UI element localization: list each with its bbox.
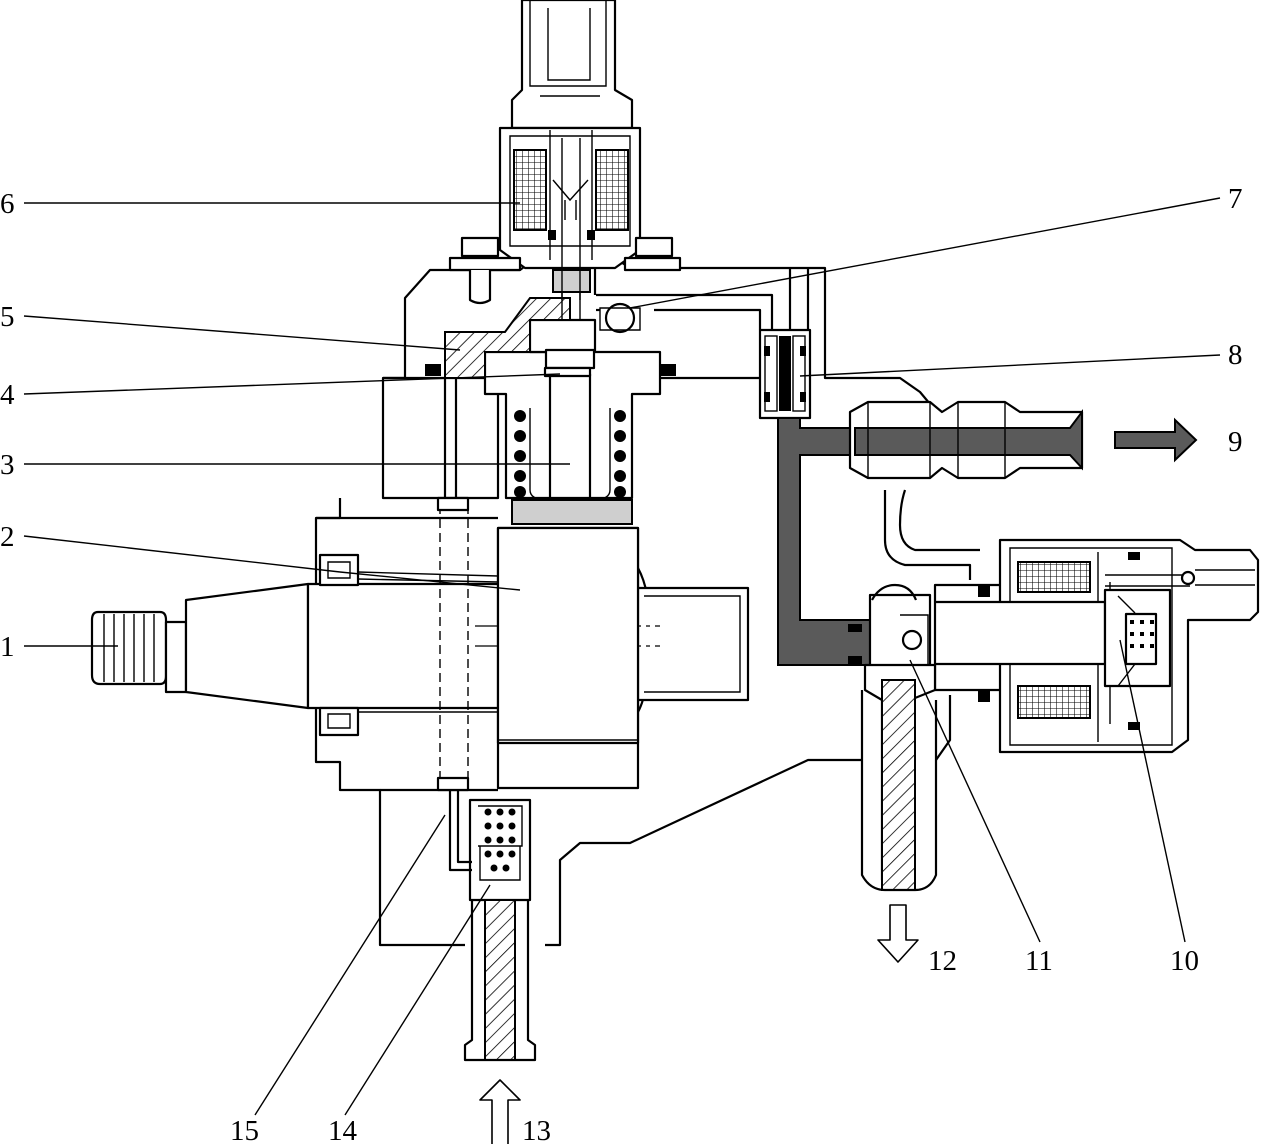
label-14: 14 bbox=[328, 1115, 358, 1144]
label-10: 10 bbox=[1170, 945, 1199, 977]
drive-shaft bbox=[90, 496, 660, 792]
label-6: 6 bbox=[0, 188, 15, 220]
callout-labels: 1 2 3 4 5 6 7 8 9 10 11 12 13 14 15 bbox=[0, 183, 1243, 1144]
leader-lines bbox=[23, 197, 1221, 1116]
high-pressure-passage bbox=[777, 400, 1084, 666]
plunger-assembly bbox=[483, 318, 662, 525]
pressure-limit-valve bbox=[758, 328, 812, 420]
label-5: 5 bbox=[0, 301, 15, 333]
control-solenoid bbox=[933, 538, 1260, 754]
label-8: 8 bbox=[1228, 339, 1243, 371]
control-valve bbox=[848, 583, 938, 892]
outlet-passages bbox=[593, 268, 810, 334]
outlet-arrow-9 bbox=[1114, 417, 1198, 463]
label-1: 1 bbox=[0, 631, 15, 663]
label-4: 4 bbox=[0, 379, 15, 411]
label-12: 12 bbox=[928, 945, 957, 977]
label-13: 13 bbox=[522, 1115, 551, 1144]
inlet-fitting bbox=[448, 790, 537, 1062]
label-15: 15 bbox=[230, 1115, 259, 1144]
inlet-arrow-13 bbox=[479, 1079, 521, 1144]
label-11: 11 bbox=[1025, 945, 1053, 977]
label-2: 2 bbox=[0, 521, 15, 553]
inlet-solenoid bbox=[448, 0, 682, 320]
label-7: 7 bbox=[1228, 183, 1243, 215]
return-arrow-12 bbox=[877, 904, 919, 963]
flow-arrows bbox=[479, 417, 1198, 1144]
head-plate bbox=[425, 297, 760, 498]
return-passage bbox=[883, 489, 980, 580]
label-9: 9 bbox=[1228, 426, 1243, 458]
label-3: 3 bbox=[0, 449, 15, 481]
